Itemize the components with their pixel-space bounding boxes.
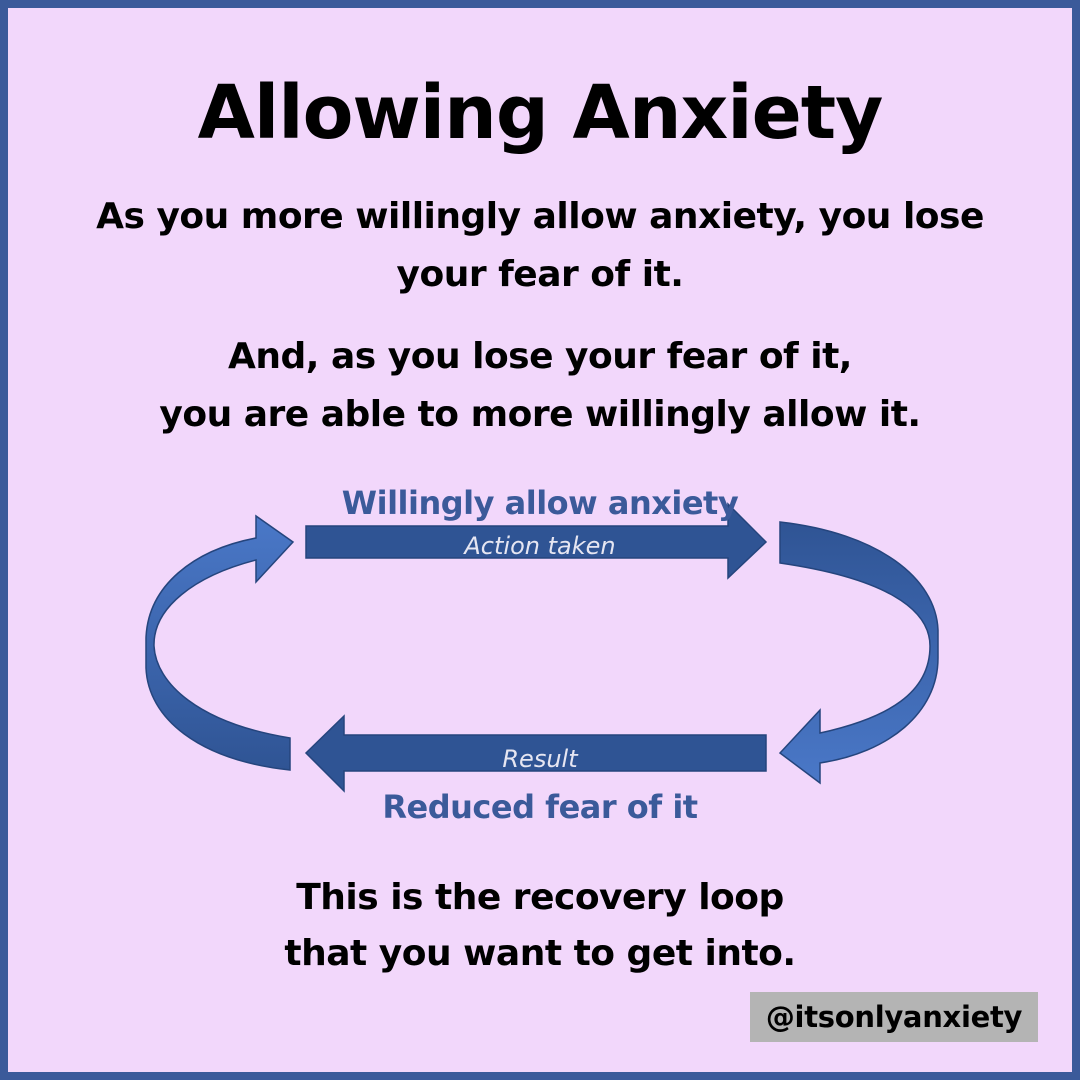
intro-line-1: As you more willingly allow anxiety, you… bbox=[96, 196, 984, 237]
closing-line-1: This is the recovery loop bbox=[296, 877, 784, 918]
action-label: Willingly allow anxiety bbox=[341, 484, 739, 522]
action-sublabel: Action taken bbox=[464, 532, 616, 560]
result-arrow bbox=[304, 714, 767, 793]
recovery-loop-diagram bbox=[145, 502, 939, 793]
action-arrow bbox=[305, 502, 768, 580]
second-paragraph: And, as you lose your fear of it, you ar… bbox=[48, 328, 1032, 444]
left-curved-arrow bbox=[145, 514, 295, 771]
social-handle: @itsonlyanxiety bbox=[750, 992, 1038, 1042]
page-title: Allowing Anxiety bbox=[197, 70, 884, 156]
closing-line-2: that you want to get into. bbox=[284, 933, 796, 974]
closing-statement: This is the recovery loop that you want … bbox=[8, 870, 1072, 982]
result-label: Reduced fear of it bbox=[382, 788, 698, 826]
second-line-2: you are able to more willingly allow it. bbox=[159, 394, 921, 435]
right-curved-arrow bbox=[778, 521, 939, 785]
intro-paragraph: As you more willingly allow anxiety, you… bbox=[48, 188, 1032, 304]
second-line-1: And, as you lose your fear of it, bbox=[228, 336, 852, 377]
intro-line-2: your fear of it. bbox=[396, 254, 684, 295]
result-sublabel: Result bbox=[502, 745, 578, 773]
